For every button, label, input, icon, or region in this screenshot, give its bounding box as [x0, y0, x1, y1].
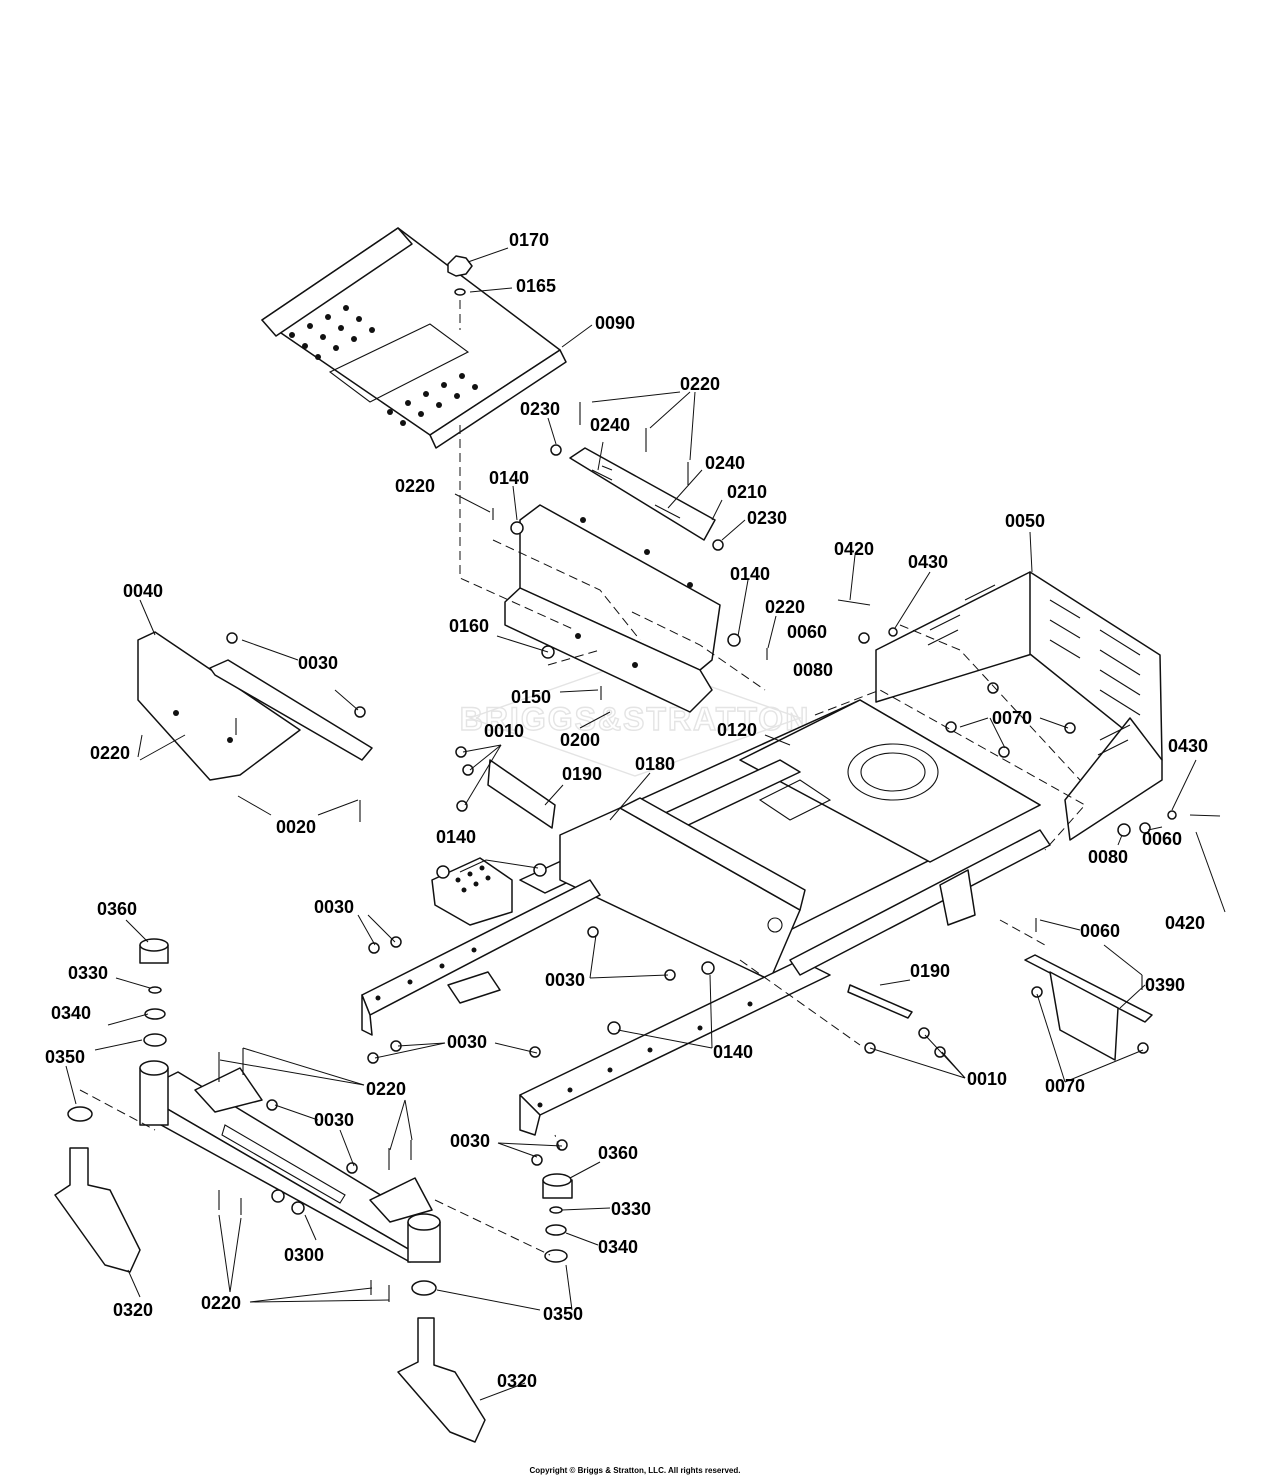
callout-0060: 0060	[1080, 921, 1120, 941]
callout-0330: 0330	[611, 1199, 651, 1219]
callout-0180: 0180	[635, 754, 675, 774]
pedal-pad	[431, 857, 513, 926]
callout-0190: 0190	[910, 961, 950, 981]
callout-0330: 0330	[68, 963, 108, 983]
callout-0010: 0010	[967, 1069, 1007, 1089]
callout-0220: 0220	[201, 1293, 241, 1313]
callout-0420: 0420	[1165, 913, 1205, 933]
callout-0420: 0420	[834, 539, 874, 559]
callout-0140: 0140	[730, 564, 770, 584]
callout-0190: 0190	[562, 764, 602, 784]
nuts	[226, 521, 1177, 1174]
callout-0220: 0220	[395, 476, 435, 496]
callout-0350: 0350	[45, 1047, 85, 1067]
knob-0170	[447, 255, 473, 330]
rear-guard-0050	[875, 571, 1163, 841]
callout-0320: 0320	[113, 1300, 153, 1320]
bracket-0200	[504, 504, 721, 713]
callout-0430: 0430	[908, 552, 948, 572]
callout-0080: 0080	[793, 660, 833, 680]
callout-0050: 0050	[1005, 511, 1045, 531]
callout-0060: 0060	[1142, 829, 1182, 849]
callout-labels: 0170 0165 0090 0220 0230 0240 0240 0210 …	[45, 230, 1208, 1391]
copyright-notice: Copyright © Briggs & Stratton, LLC. All …	[529, 1466, 741, 1475]
callout-0060: 0060	[787, 622, 827, 642]
callout-0220: 0220	[366, 1079, 406, 1099]
callout-0340: 0340	[598, 1237, 638, 1257]
callout-0240: 0240	[705, 453, 745, 473]
callout-0030: 0030	[314, 897, 354, 917]
callout-0350: 0350	[543, 1304, 583, 1324]
rail-0190-upper	[487, 759, 556, 829]
callout-0090: 0090	[595, 313, 635, 333]
callout-0360: 0360	[598, 1143, 638, 1163]
callout-0030: 0030	[545, 970, 585, 990]
callout-0220: 0220	[90, 743, 130, 763]
floor-pan-0090	[261, 227, 567, 449]
callout-0390: 0390	[1145, 975, 1185, 995]
callout-0160: 0160	[449, 616, 489, 636]
callout-0080: 0080	[1088, 847, 1128, 867]
caster-0320-left	[54, 1147, 141, 1273]
plate-0390	[1024, 954, 1153, 1061]
caster-0320-right	[397, 1317, 486, 1443]
callout-0140: 0140	[713, 1042, 753, 1062]
fasteners	[218, 402, 1221, 1302]
callout-0230: 0230	[520, 399, 560, 419]
bushings-left	[67, 938, 169, 1122]
callout-0070: 0070	[1045, 1076, 1085, 1096]
callout-0030: 0030	[450, 1131, 490, 1151]
front-axle-0300	[139, 1060, 441, 1263]
callout-0200: 0200	[560, 730, 600, 750]
frame-0120	[361, 699, 1051, 1136]
callout-0220: 0220	[765, 597, 805, 617]
callout-0165: 0165	[516, 276, 556, 296]
watermark-text: BRIGGS&STRATTON	[460, 701, 811, 737]
rail-0190-lower	[847, 984, 913, 1019]
callout-0170: 0170	[509, 230, 549, 250]
callout-0010: 0010	[484, 721, 524, 741]
callout-0220: 0220	[680, 374, 720, 394]
callout-0030: 0030	[314, 1110, 354, 1130]
callout-0070: 0070	[992, 708, 1032, 728]
side-panel-0040	[137, 631, 373, 781]
callout-0040: 0040	[123, 581, 163, 601]
callout-0120: 0120	[717, 720, 757, 740]
callout-0340: 0340	[51, 1003, 91, 1023]
callout-0030: 0030	[447, 1032, 487, 1052]
callout-0150: 0150	[511, 687, 551, 707]
callout-0240: 0240	[590, 415, 630, 435]
callout-0430: 0430	[1168, 736, 1208, 756]
callout-0140: 0140	[489, 468, 529, 488]
leader-lines	[65, 247, 1226, 1401]
callout-0300: 0300	[284, 1245, 324, 1265]
plate-0210	[550, 444, 724, 551]
watermark-logo: BRIGGS&STRATTON	[459, 659, 811, 777]
bushings-right	[411, 1173, 573, 1296]
callout-0210: 0210	[727, 482, 767, 502]
callout-0360: 0360	[97, 899, 137, 919]
callout-0020: 0020	[276, 817, 316, 837]
callout-0140: 0140	[436, 827, 476, 847]
assembly-lines	[79, 425, 1086, 1256]
callout-0320: 0320	[497, 1371, 537, 1391]
callout-0030: 0030	[298, 653, 338, 673]
callout-0230: 0230	[747, 508, 787, 528]
